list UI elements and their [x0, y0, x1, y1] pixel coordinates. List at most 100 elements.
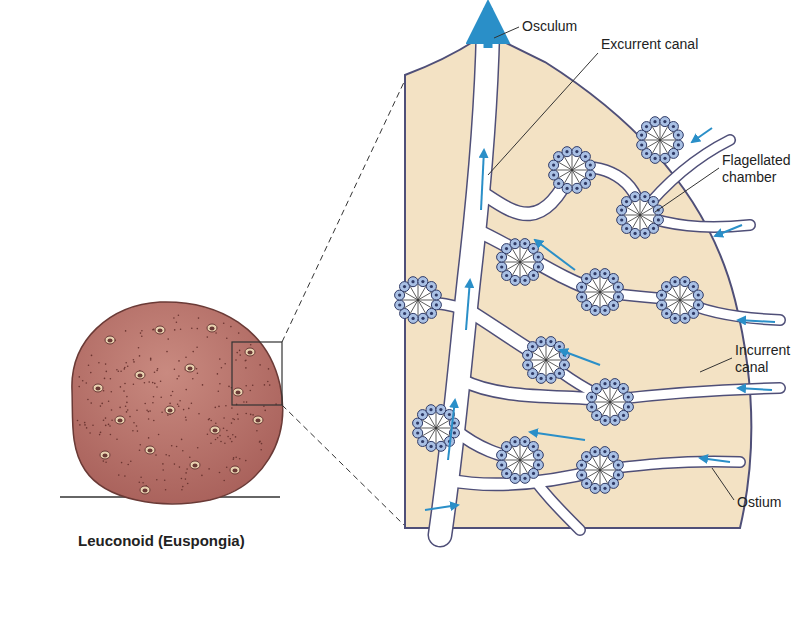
- pore-dot: [235, 359, 237, 361]
- pore-dot: [84, 422, 86, 424]
- choanocyte-nucleus: [627, 405, 630, 408]
- pore-dot: [110, 434, 112, 436]
- choanocyte: [650, 117, 660, 127]
- flagellum: [520, 444, 521, 460]
- choanocyte-nucleus: [594, 487, 597, 490]
- flagellum: [418, 292, 432, 300]
- flagellum: [660, 140, 668, 154]
- pore-dot: [185, 416, 187, 418]
- choanocyte-nucleus: [430, 312, 433, 315]
- choanocyte-nucleus: [585, 304, 588, 307]
- choanocyte-nucleus: [613, 419, 616, 422]
- choanocyte: [408, 277, 418, 287]
- oscula: [93, 324, 263, 494]
- choanocyte-nucleus: [540, 377, 543, 380]
- flagellum: [640, 215, 656, 216]
- osculum-hole: [108, 339, 113, 343]
- pore-dot: [181, 489, 183, 491]
- choanocyte-nucleus: [663, 120, 666, 123]
- choanocyte-nucleus: [563, 363, 566, 366]
- pore-dot: [99, 434, 101, 436]
- flagellum: [640, 207, 654, 215]
- choanocyte: [600, 305, 610, 315]
- pore-dot: [245, 413, 247, 415]
- choanocyte: [577, 470, 587, 480]
- pore-dot: [92, 425, 94, 427]
- canal-outline: [680, 300, 780, 320]
- osculum-hole: [140, 486, 150, 494]
- pore-dot: [126, 396, 128, 398]
- choanocyte-nucleus: [665, 285, 668, 288]
- choanocyte-nucleus: [531, 372, 534, 375]
- flagellum: [436, 428, 444, 442]
- flagellum: [520, 262, 528, 276]
- choanocyte-nucleus: [435, 303, 438, 306]
- choanocyte: [637, 140, 647, 150]
- pore-dot: [187, 483, 189, 485]
- flagellated-chamber: [617, 192, 664, 239]
- flagellum: [418, 284, 419, 300]
- pore-dot: [167, 414, 169, 416]
- pore-dot: [156, 370, 158, 372]
- pore-dot: [179, 466, 181, 468]
- pore-dot: [137, 430, 139, 432]
- choanocyte-nucleus: [563, 353, 566, 356]
- pore-dot: [210, 443, 212, 445]
- choanocyte-nucleus: [416, 431, 419, 434]
- choanocyte-nucleus: [697, 293, 700, 296]
- choanocyte-nucleus: [537, 463, 540, 466]
- pore-dot: [152, 329, 154, 331]
- flagellum: [640, 199, 641, 215]
- pore-dot: [217, 373, 219, 375]
- flagellum: [436, 428, 437, 444]
- flagellum: [610, 402, 626, 403]
- choanocyte-nucleus: [589, 173, 592, 176]
- flagellum: [504, 262, 520, 263]
- choanocyte-nucleus: [672, 152, 675, 155]
- flagellum: [592, 456, 600, 470]
- choanocyte-nucleus: [500, 265, 503, 268]
- choanocyte: [510, 239, 520, 249]
- pore-dot: [148, 381, 150, 383]
- choanocyte-nucleus: [514, 477, 517, 480]
- pore-dot: [169, 403, 171, 405]
- flagellum: [602, 388, 610, 402]
- flagellum: [680, 300, 696, 301]
- choanocyte-nucleus: [575, 150, 578, 153]
- pore-dot: [153, 329, 155, 331]
- pore-dot: [120, 386, 122, 388]
- choanocyte-nucleus: [416, 422, 419, 425]
- pore-dot: [215, 407, 217, 409]
- pore-dot: [148, 411, 150, 413]
- flagellum: [520, 246, 521, 262]
- pore-dot: [259, 441, 261, 443]
- choanocyte-nucleus: [652, 227, 655, 230]
- choanocyte-nucleus: [398, 303, 401, 306]
- pore-dot: [154, 383, 156, 385]
- choanocyte-nucleus: [526, 363, 529, 366]
- choanocyte-nucleus: [634, 232, 637, 235]
- flagellum: [538, 346, 546, 360]
- choanocyte-nucleus: [435, 293, 438, 296]
- part-label: Osculum: [522, 18, 577, 35]
- flagellum: [546, 360, 554, 374]
- choanocyte-nucleus: [589, 163, 592, 166]
- choanocyte-nucleus: [421, 413, 424, 416]
- flagellum: [556, 170, 572, 171]
- choanocyte-nucleus: [513, 440, 516, 443]
- pore-dot: [127, 409, 129, 411]
- canal-lumen: [520, 460, 580, 530]
- choanocyte-nucleus: [505, 472, 508, 475]
- choanocyte-nucleus: [532, 445, 535, 448]
- choanocyte-nucleus: [580, 295, 583, 298]
- choanocyte: [418, 313, 428, 323]
- choanocyte: [630, 192, 640, 202]
- flagellum: [600, 284, 614, 292]
- pore-dot: [150, 359, 152, 361]
- pore-dot: [239, 458, 241, 460]
- flagellum: [520, 452, 534, 460]
- pore-dot: [237, 418, 239, 420]
- osculum-hole: [168, 409, 173, 413]
- pore-dot: [176, 446, 178, 448]
